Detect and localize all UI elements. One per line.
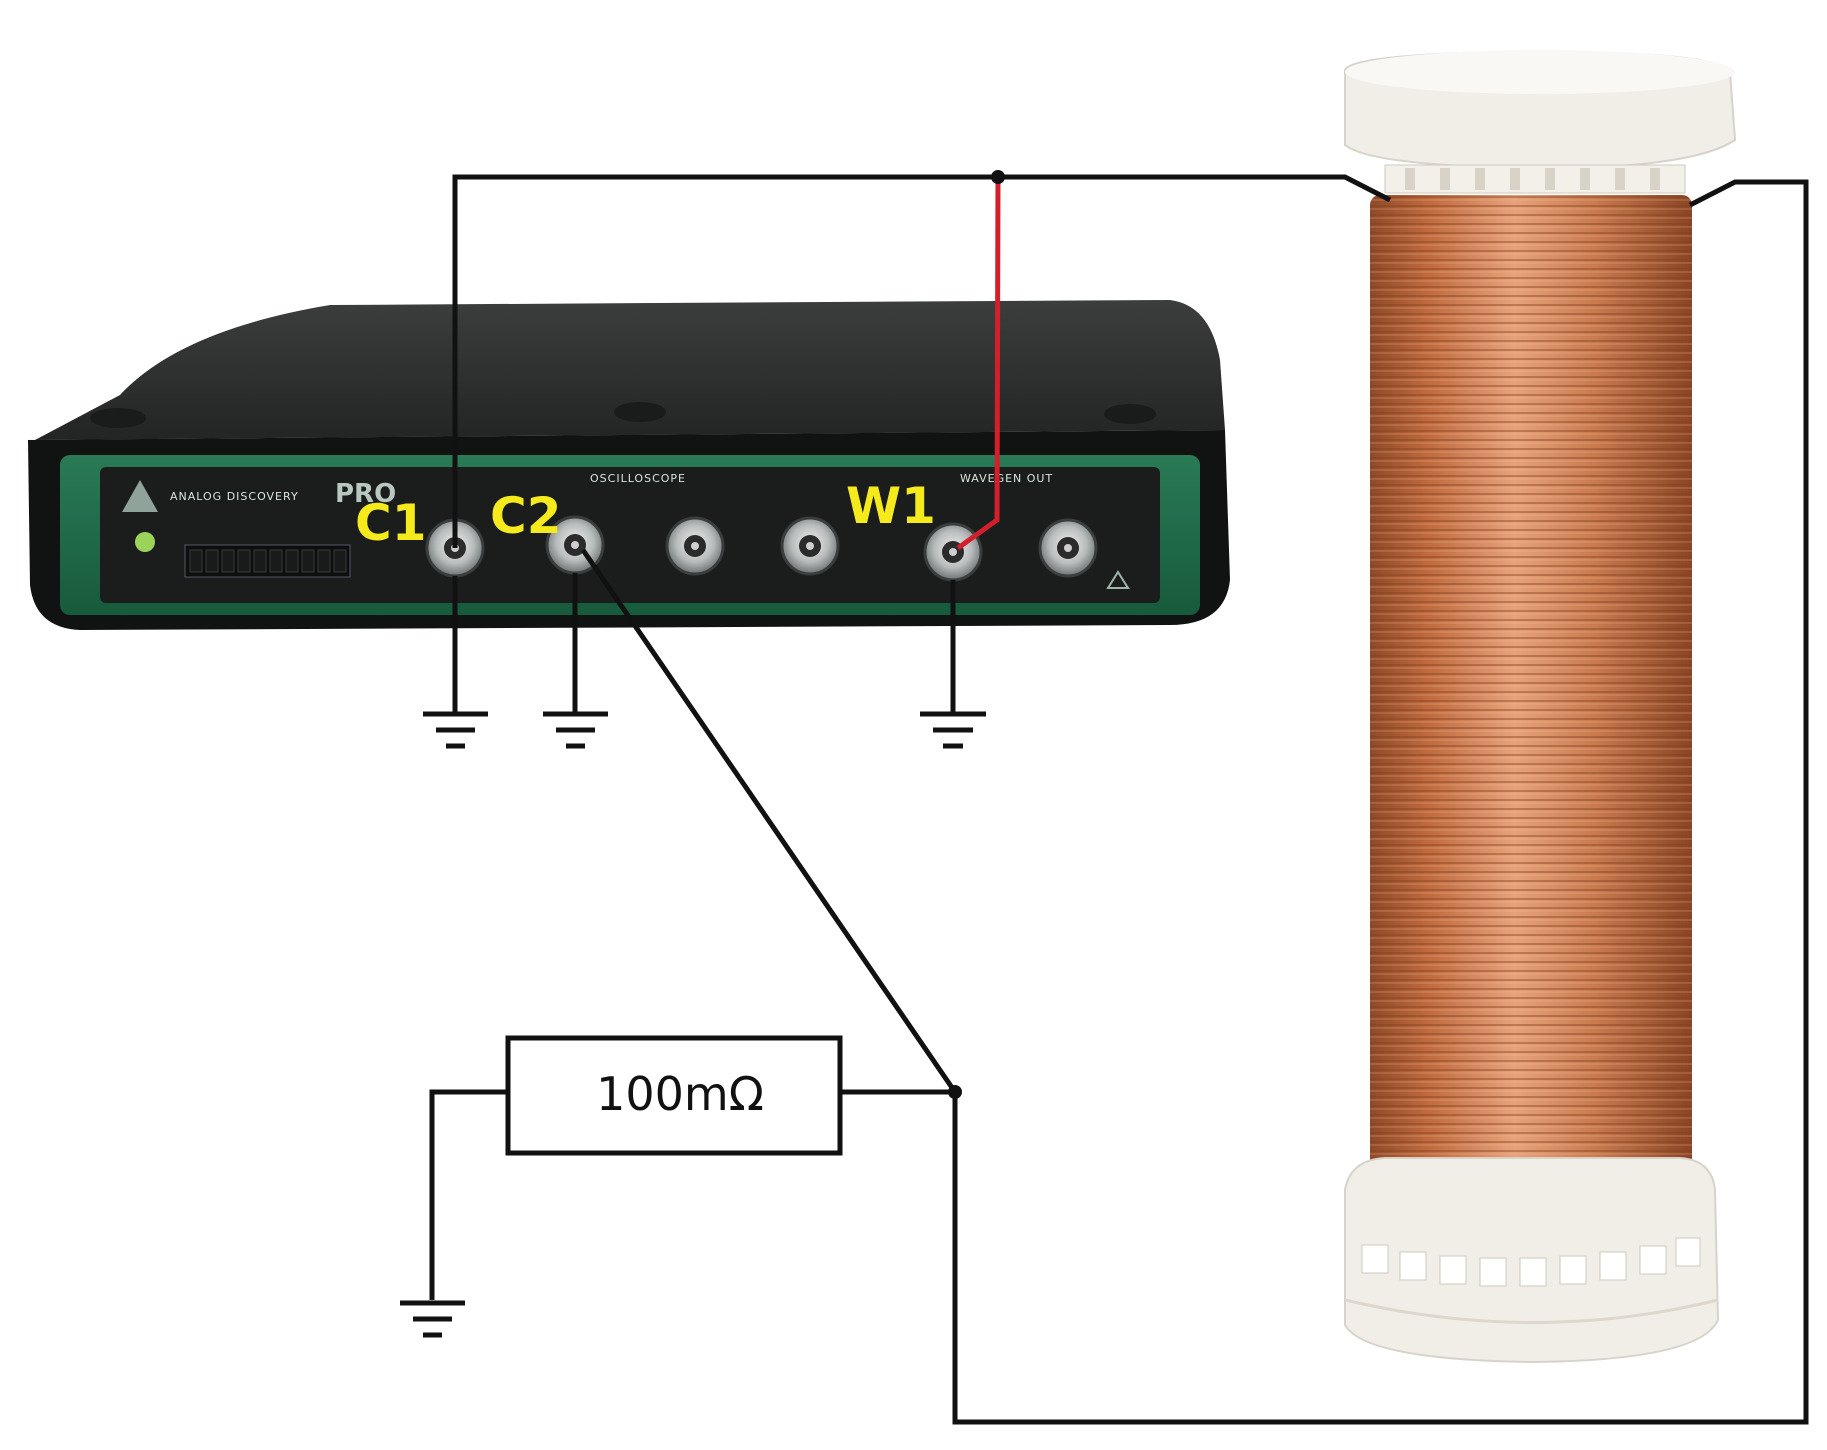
device-brand: ANALOG DISCOVERY	[170, 490, 299, 503]
ground-icon	[400, 1300, 465, 1338]
ground-icon	[543, 711, 608, 749]
device-foot-hole	[90, 408, 146, 428]
device-model: PRO	[335, 479, 396, 509]
resistor	[505, 1035, 843, 1156]
wire-c2-node	[580, 548, 958, 1094]
wire-c1-top	[452, 174, 1392, 548]
bnc-connector-w2	[1038, 518, 1098, 578]
ground-icon	[423, 711, 488, 749]
port-label-w1: W1	[846, 477, 936, 535]
wire-coil-return	[952, 179, 1809, 1425]
device-top	[35, 300, 1225, 440]
device-foot-hole	[1104, 404, 1156, 424]
warning-icon	[1106, 570, 1130, 589]
logo-icon	[122, 480, 158, 512]
port-label-c2: C2	[490, 487, 561, 545]
ground-icon	[920, 711, 986, 749]
bnc-connector-c3	[665, 516, 725, 576]
bnc-connector-c4	[780, 516, 840, 576]
port-label-c1: C1	[355, 494, 426, 552]
junction-node-top	[991, 170, 1005, 184]
oscilloscope-device: ANALOG DISCOVERY PRO OSCILLOSCOPE WAVEGE…	[28, 300, 1230, 630]
wire-w1-signal	[956, 176, 1001, 551]
junction-node-resistor	[948, 1085, 962, 1099]
scope-section-label: OSCILLOSCOPE	[590, 472, 686, 485]
coil	[1344, 50, 1737, 1364]
wiring	[429, 174, 1809, 1425]
resistor-label: 100mΩ	[596, 1067, 764, 1121]
wire-resistor-left	[429, 1089, 508, 1300]
device-foot-hole	[614, 402, 666, 422]
power-led-icon	[135, 532, 155, 552]
wavegen-section-label: WAVEGEN OUT	[960, 472, 1053, 485]
coil-top-flange	[1384, 164, 1686, 194]
